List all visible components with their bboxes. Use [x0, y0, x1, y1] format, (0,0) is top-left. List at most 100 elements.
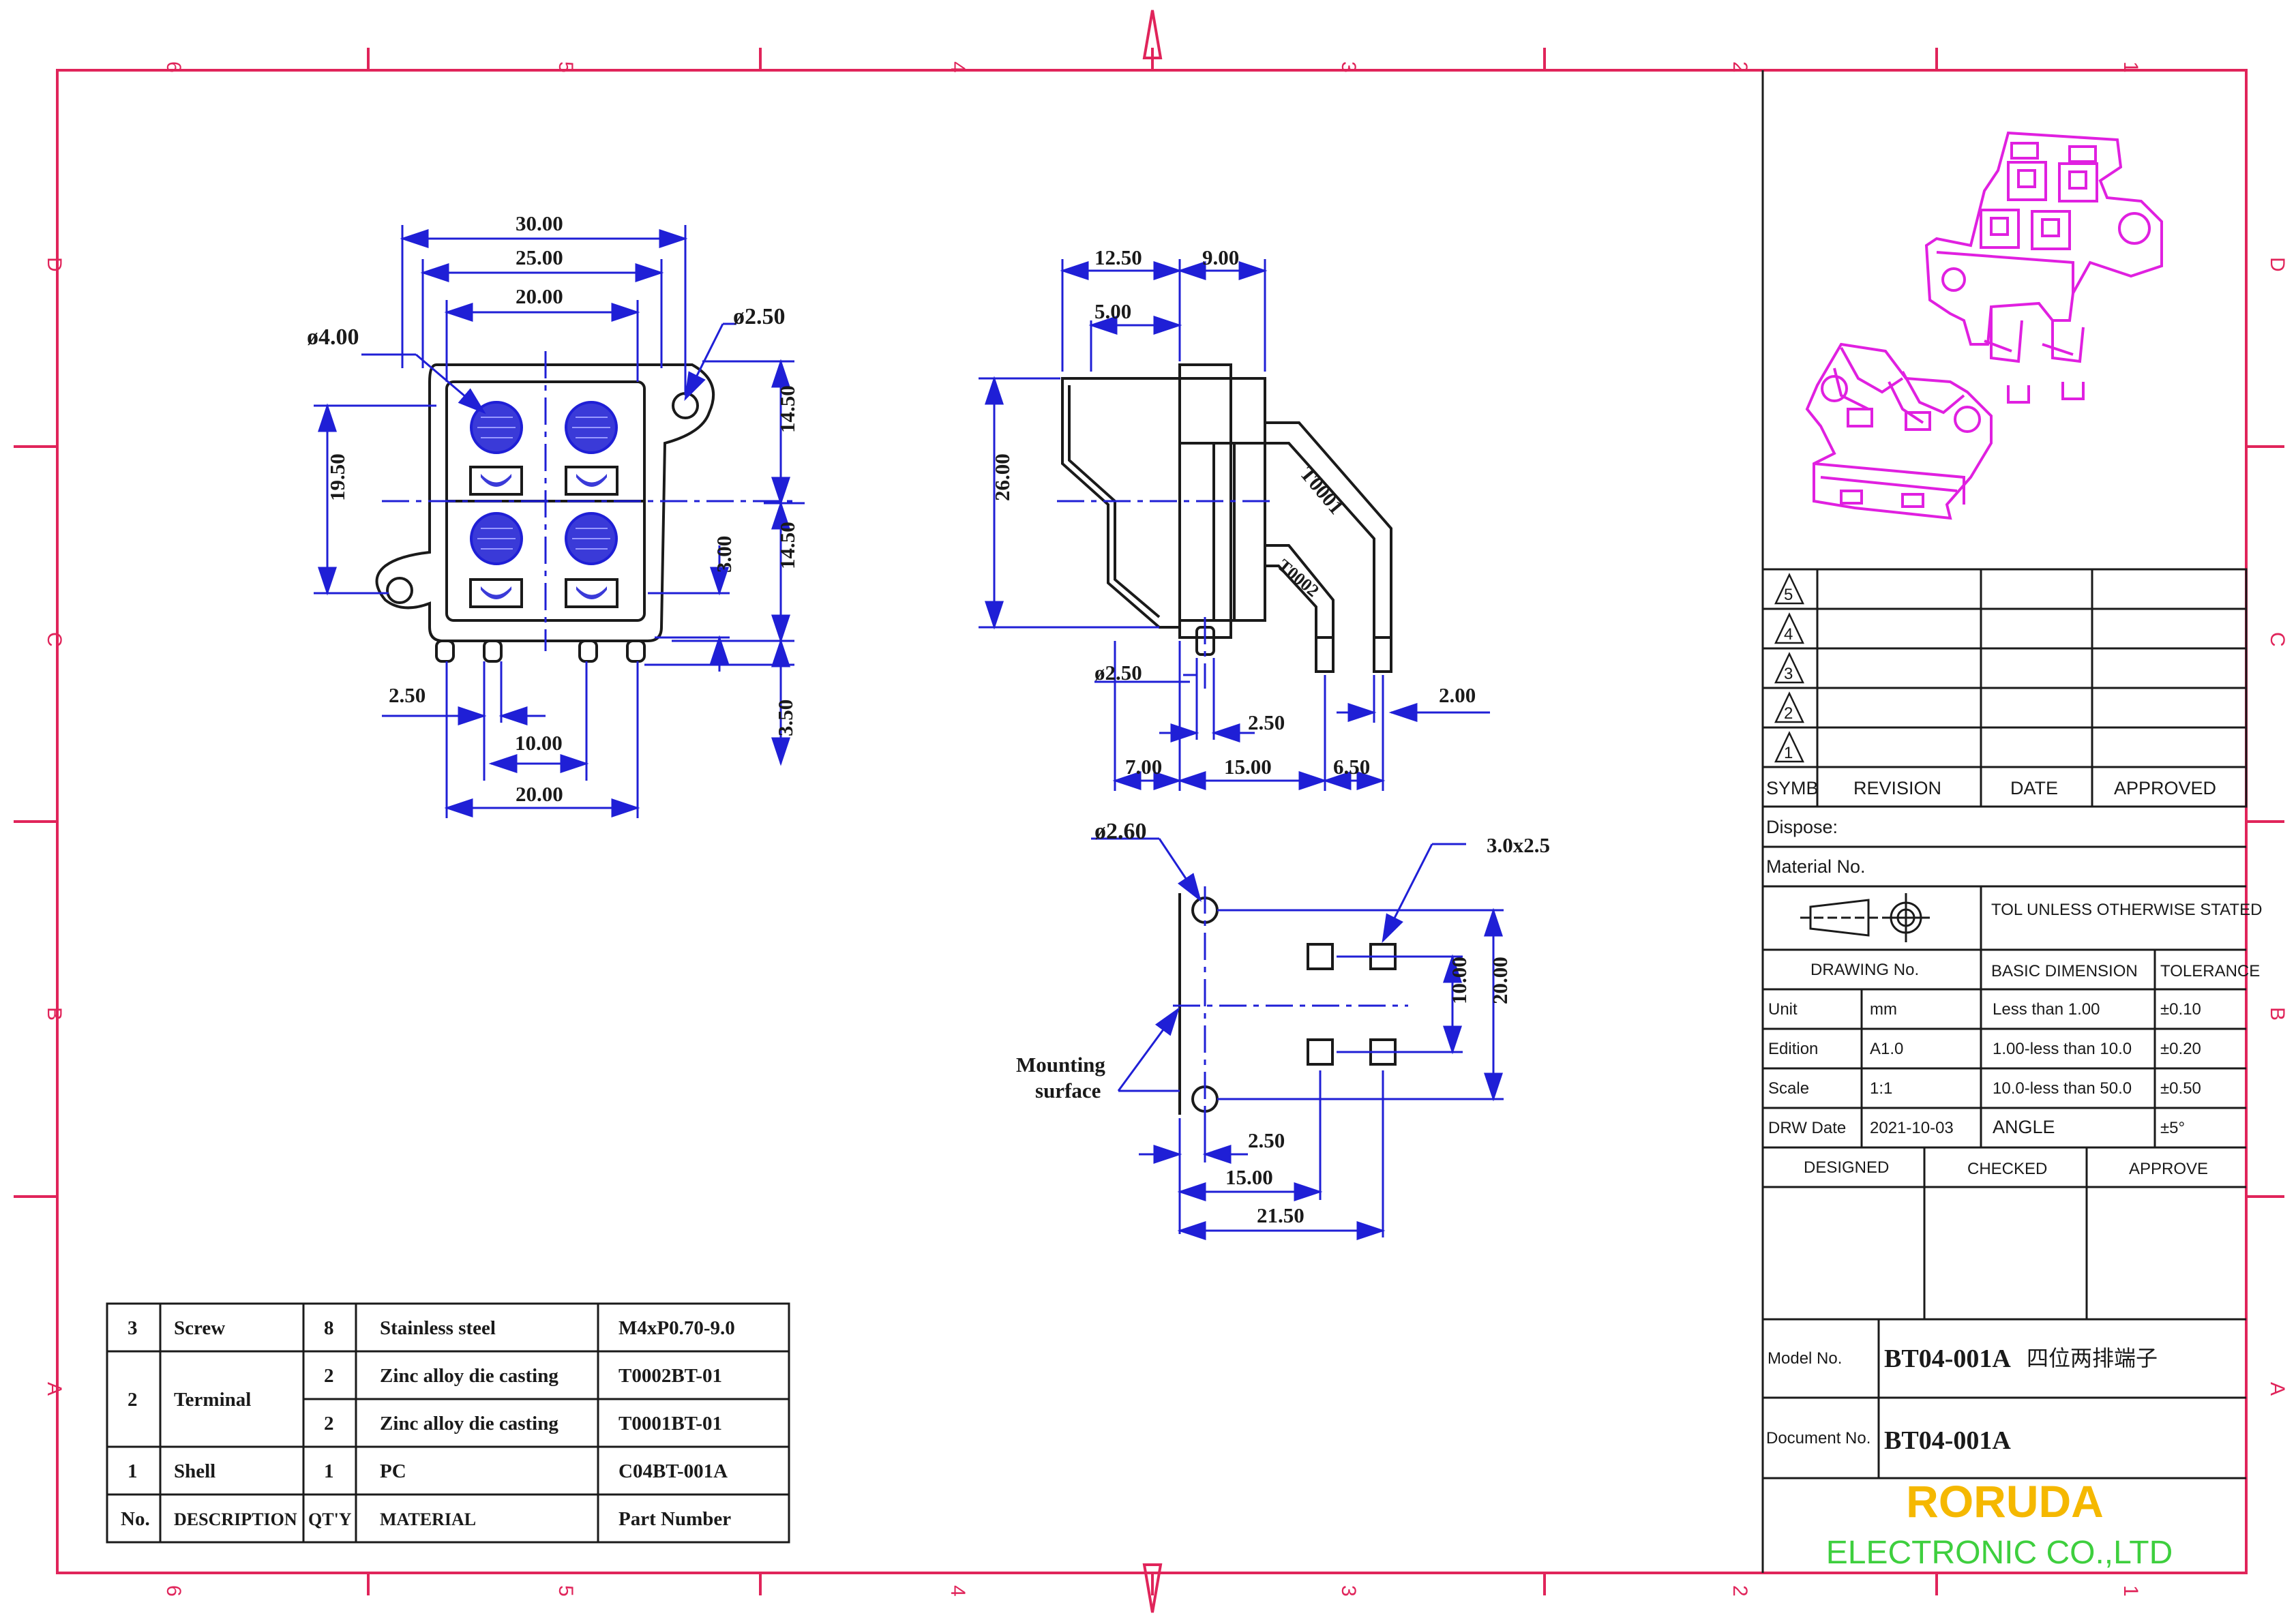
row-value: 1:1: [1870, 1079, 1892, 1098]
dim-label: 2.00: [1439, 683, 1476, 707]
document-no-label: Document No.: [1766, 1429, 1870, 1447]
dim-label: 19.50: [325, 453, 349, 501]
dim-label: 12.50: [1094, 245, 1142, 269]
bom-material: Zinc alloy die casting: [380, 1365, 558, 1387]
bom-row: 2 Terminal 2 Zinc alloy die casting T000…: [128, 1365, 722, 1411]
dim-label: 14.50: [775, 522, 799, 569]
designed-label: DESIGNED: [1804, 1158, 1889, 1177]
zone-row-label: C: [43, 632, 65, 647]
side-view-body: [1061, 363, 1392, 673]
bom-header-description: DESCRIPTION: [174, 1510, 297, 1529]
dim-label: 3.50: [773, 700, 797, 736]
dim-label: ø4.00: [307, 325, 359, 350]
row-range: Less than 1.00: [1993, 1000, 2100, 1019]
tolerance-row: Unit mm Less than 1.00 ±0.10: [1768, 1000, 2201, 1019]
dim-label: 14.50: [775, 385, 799, 433]
dispose-label: Dispose:: [1766, 817, 1838, 837]
bom-header: No. DESCRIPTION QT'Y MATERIAL Part Numbe…: [121, 1508, 731, 1530]
pcb-dim-labels: ø2.60 3.0x2.5 10.00 20.00 2.50 15.00 21.…: [1016, 819, 1550, 1227]
isometric-view: [1805, 131, 2163, 520]
projection-symbol: [1800, 893, 1930, 942]
revision-symbol: 2: [1784, 704, 1793, 723]
bom-header-qty: QT'Y: [308, 1510, 352, 1529]
bom-description: Terminal: [174, 1389, 251, 1411]
basic-dimension-label: BASIC DIMENSION: [1991, 962, 2138, 980]
bom-qty: 1: [324, 1460, 334, 1482]
zone-col-label: 2: [1729, 61, 1751, 73]
revision-symbol: 5: [1784, 586, 1793, 604]
dim-label: 26.00: [990, 453, 1014, 501]
tolerance-note: TOL UNLESS OTHERWISE STATED: [1991, 901, 2262, 919]
zone-col-label: 2: [1729, 1585, 1751, 1597]
dim-label: ø2.50: [1094, 661, 1142, 685]
dim-label: 6.50: [1333, 755, 1370, 779]
model-no-label: Model No.: [1768, 1349, 1842, 1368]
bom-material: Zinc alloy die casting: [380, 1413, 558, 1435]
front-view-dimensions: [314, 225, 805, 818]
bom-header-material: MATERIAL: [380, 1510, 476, 1529]
mounting-label: Mounting: [1016, 1053, 1105, 1077]
bom-header-part-number: Part Number: [618, 1508, 731, 1530]
row-tolerance: ±0.50: [2160, 1079, 2201, 1098]
checked-label: CHECKED: [1967, 1160, 2047, 1178]
company-logo-name: RORUDA: [1906, 1476, 2104, 1527]
bom-no: 3: [128, 1317, 138, 1339]
revision-header-approved: APPROVED: [2114, 778, 2216, 798]
dim-label: ø2.50: [733, 304, 786, 329]
dim-label: 3.00: [712, 536, 736, 573]
model-description: 四位两排端子: [2027, 1346, 2158, 1370]
dim-label: 2.50: [1248, 710, 1285, 734]
bom-part-number: T0002BT-01: [618, 1365, 722, 1387]
zone-col-label: 6: [162, 61, 185, 73]
bom-no: 2: [128, 1389, 138, 1411]
dim-label: ø2.60: [1094, 819, 1147, 844]
bom-description: Screw: [174, 1317, 225, 1339]
zone-row-label: B: [2266, 1007, 2288, 1021]
zone-row-label: D: [2266, 257, 2288, 272]
front-view: 30.00 25.00 20.00 ø4.00 ø2.50 19.50 14.5…: [307, 211, 805, 818]
mounting-label: surface: [1035, 1079, 1101, 1102]
row-range: 10.0-less than 50.0: [1993, 1079, 2132, 1098]
bom-row: 2 Zinc alloy die casting T0001BT-01: [324, 1413, 722, 1435]
dim-label: 25.00: [516, 245, 563, 269]
row-tolerance: ±0.10: [2160, 1000, 2201, 1019]
dim-label: 10.00: [1447, 957, 1471, 1004]
drawing-no-label: DRAWING No.: [1810, 961, 1919, 979]
material-no-label: Material No.: [1766, 856, 1866, 877]
zone-col-label: 4: [946, 1585, 969, 1597]
dim-label: 2.50: [1248, 1128, 1285, 1152]
front-view-dim-labels: 30.00 25.00 20.00 ø4.00 ø2.50 19.50 14.5…: [307, 211, 799, 806]
zone-row-label: C: [2266, 632, 2288, 647]
revision-header-date: DATE: [2010, 778, 2058, 798]
row-label: Unit: [1768, 1000, 1798, 1019]
revision-symbol: 1: [1784, 744, 1793, 762]
revision-symbol: 4: [1784, 625, 1793, 644]
bill-of-materials: 3 Screw 8 Stainless steel M4xP0.70-9.0 2…: [106, 1302, 790, 1544]
dim-label: 5.00: [1094, 299, 1131, 323]
row-range: 1.00-less than 10.0: [1993, 1040, 2132, 1058]
side-view-dimensions: [979, 259, 1490, 791]
zone-col-label: 3: [1337, 1585, 1360, 1597]
tolerance-label: TOLERANCE: [2160, 962, 2260, 980]
revision-header-revision: REVISION: [1853, 778, 1941, 798]
bom-qty: 2: [324, 1413, 334, 1435]
zone-row-label: A: [2266, 1382, 2288, 1396]
bom-material: PC: [380, 1460, 406, 1482]
pcb-footprint-view: ø2.60 3.0x2.5 10.00 20.00 2.50 15.00 21.…: [1016, 819, 1550, 1240]
revision-symbols: [1774, 573, 1804, 763]
zone-col-label: 4: [946, 61, 969, 73]
bom-description: Shell: [174, 1460, 215, 1482]
tolerance-row: Edition A1.0 1.00-less than 10.0 ±0.20: [1768, 1040, 2201, 1058]
title-block: 5 4 3 2 1 SYMB REVISION DATE APPROVED Di…: [1761, 70, 2262, 1573]
zone-col-label: 5: [554, 1585, 577, 1597]
row-label: Edition: [1768, 1040, 1818, 1058]
zone-col-label: 6: [162, 1585, 185, 1597]
dim-label: 15.00: [1225, 1165, 1273, 1189]
bom-row: 3 Screw 8 Stainless steel M4xP0.70-9.0: [128, 1317, 735, 1339]
dim-label: 20.00: [516, 782, 563, 806]
side-view: T0001 T0002: [979, 245, 1490, 791]
row-value: mm: [1870, 1000, 1897, 1019]
zone-row-label: B: [43, 1007, 65, 1021]
dim-label: 20.00: [1488, 957, 1512, 1004]
